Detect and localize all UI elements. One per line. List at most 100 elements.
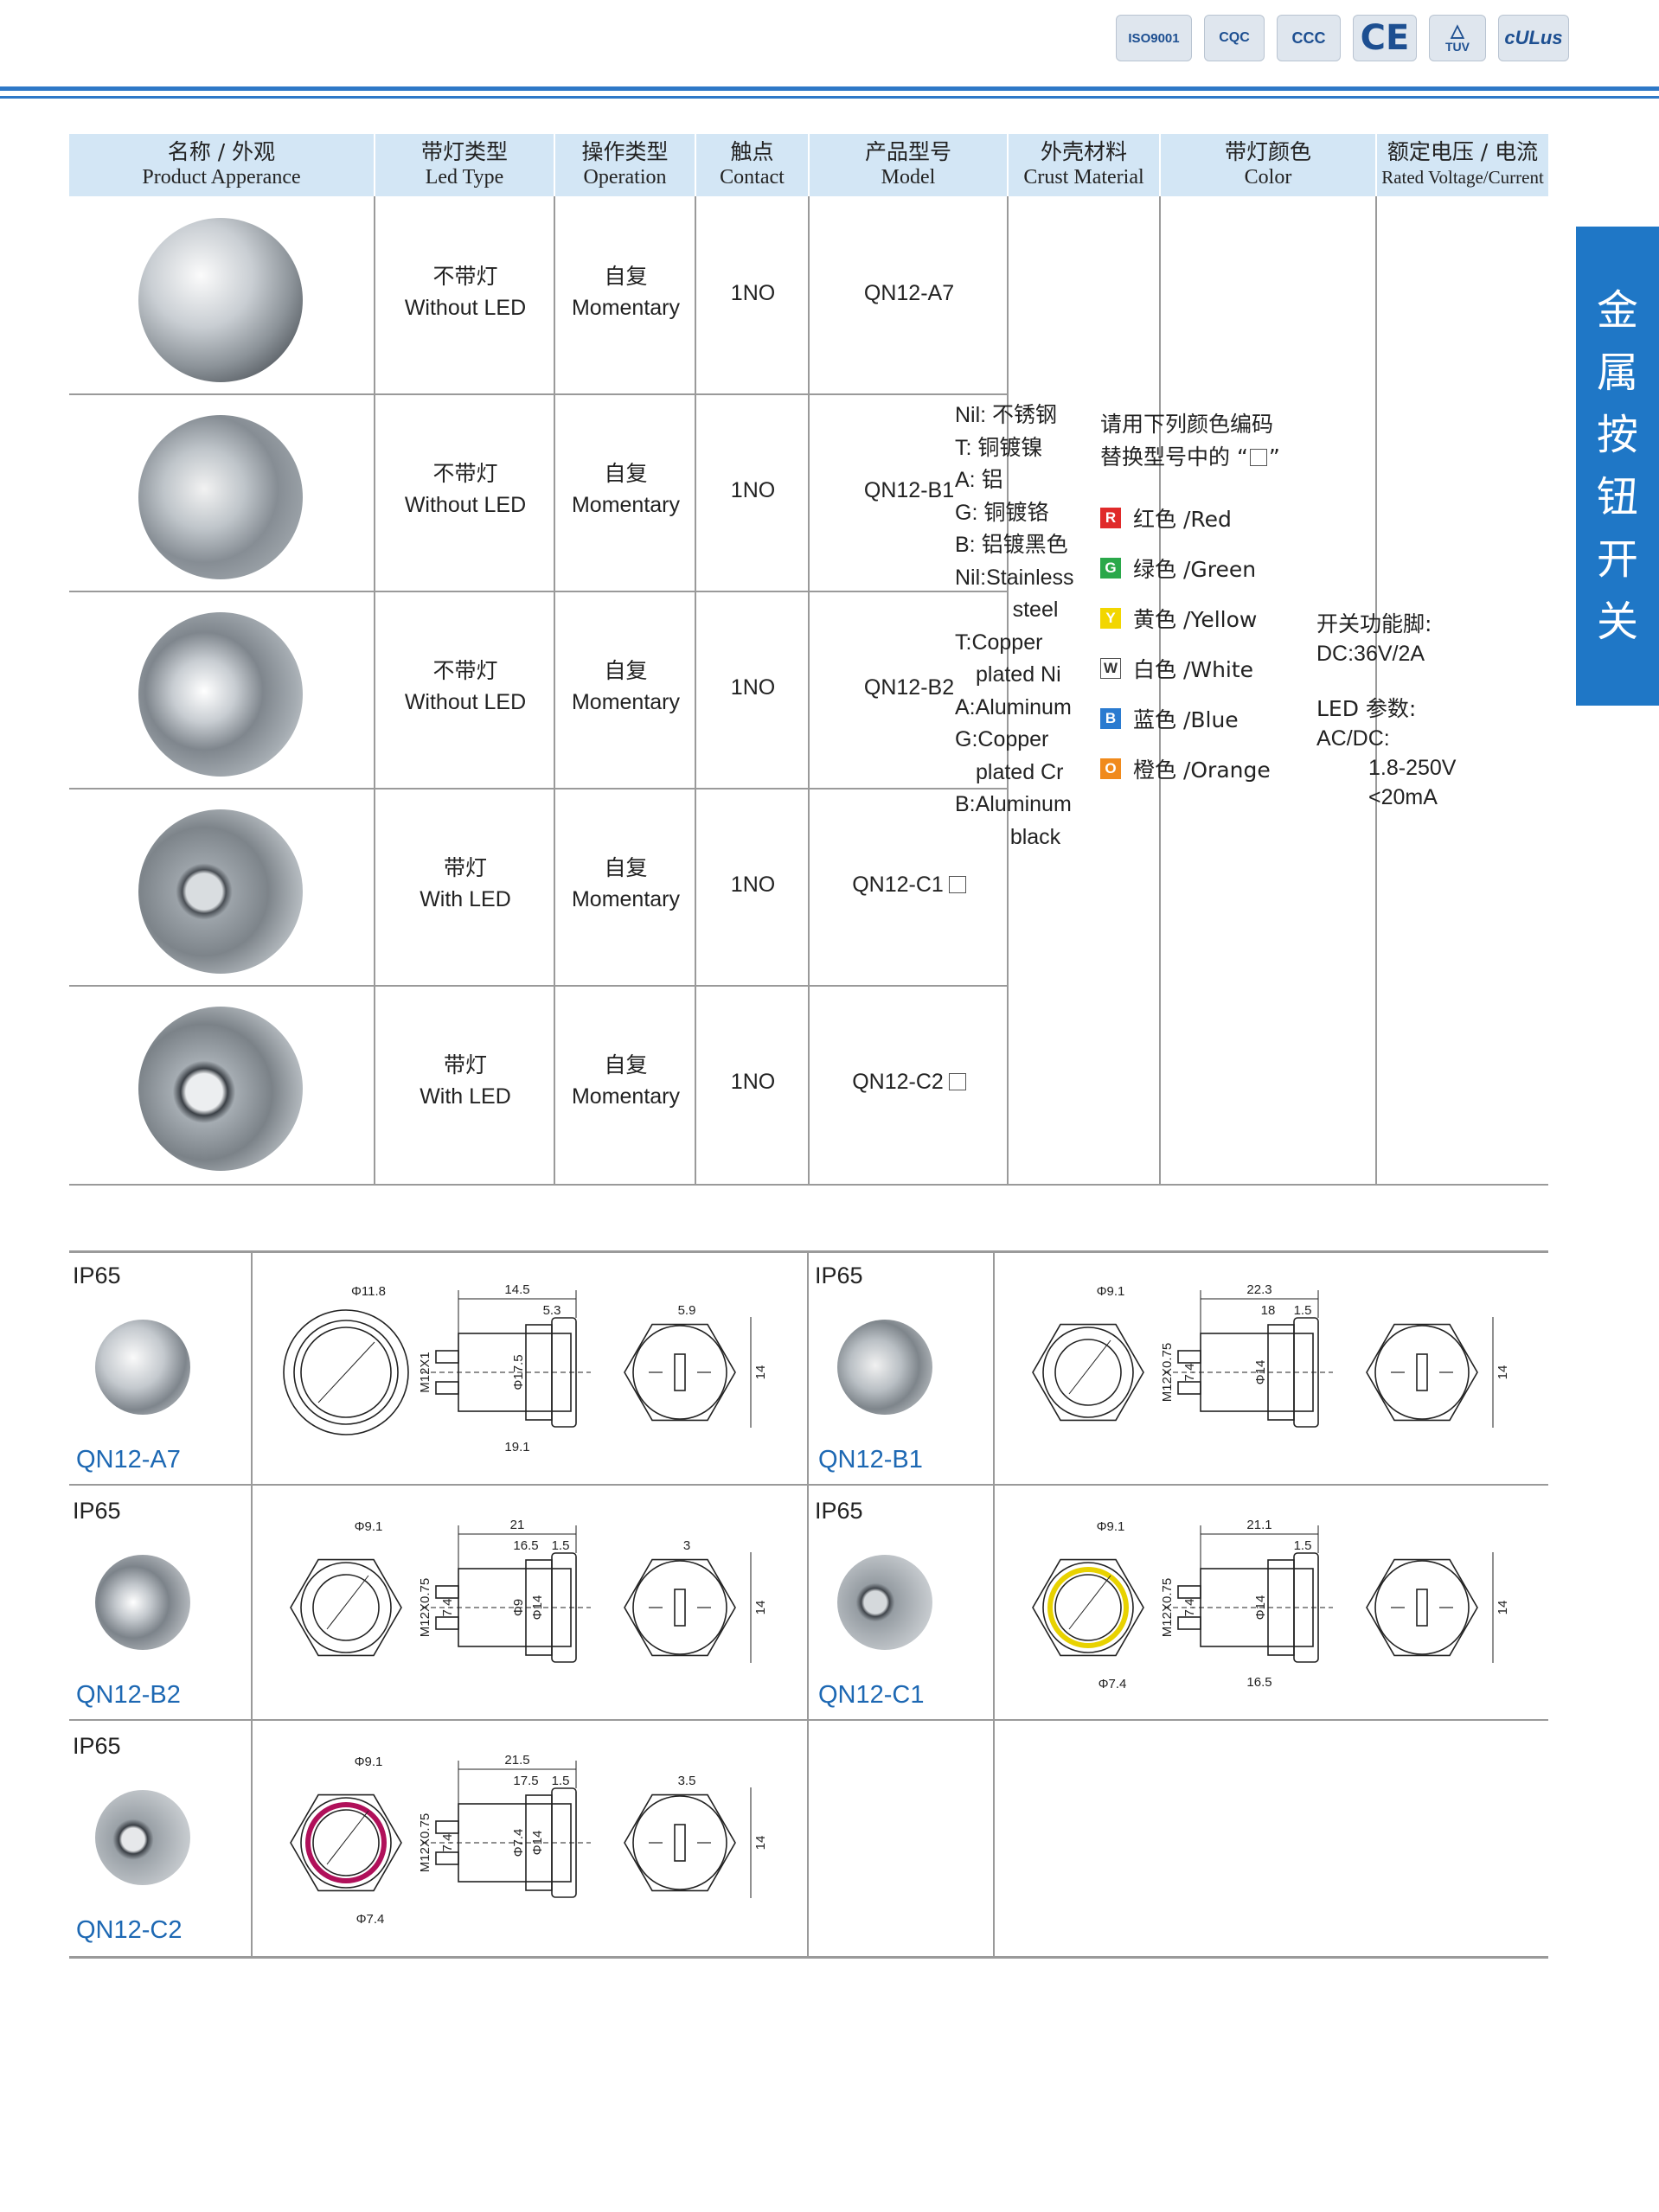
dimension-label: 5.3 (543, 1303, 561, 1318)
dimension-label: M12X0.75 (1160, 1578, 1175, 1637)
material-line: A:Aluminum (955, 694, 1072, 719)
dimension-label: Φ9.1 (355, 1519, 383, 1534)
color-option: Y 黄色 /Yellow (1100, 593, 1386, 643)
model-label: QN12-C1 (818, 1681, 925, 1709)
material-line: G: 铜镀铬 (955, 500, 1049, 525)
table-bottom-rule (69, 1184, 1548, 1186)
tuv-triangle-icon: △ (1451, 22, 1464, 41)
color-code-badge: B (1100, 708, 1121, 729)
cqc-logo: CQC (1204, 15, 1265, 61)
dimension-label: 19.1 (504, 1440, 529, 1454)
row-divider (69, 788, 1009, 790)
certification-logos: ISO9001 CQC CCC CE △TUV cULus (1116, 12, 1600, 64)
dimension-label: 14 (753, 1601, 768, 1615)
dimension-label: Φ14 (530, 1831, 545, 1856)
switch-function-label: 开关功能脚: (1316, 611, 1432, 636)
column-divider (554, 196, 555, 1186)
product-thumbnail (95, 1320, 190, 1415)
color-label: 红色 /Red (1133, 507, 1232, 532)
led-param-label: LED 参数: (1316, 696, 1417, 721)
product-photo-qn12-c1 (138, 809, 303, 974)
model-cell: QN12-A7 (863, 281, 955, 305)
row-divider (69, 591, 1009, 592)
dimension-label: Φ14 (1253, 1595, 1268, 1621)
dimension-label: Φ14 (1253, 1360, 1268, 1385)
dimension-label: 7.4 (440, 1834, 455, 1852)
ip-rating: IP65 (73, 1498, 121, 1524)
contact-cell: 1NO (730, 1070, 776, 1094)
color-label: 黄色 /Yellow (1133, 607, 1258, 632)
side-tab-char: 金 (1596, 286, 1638, 335)
material-line: plated Cr (976, 759, 1064, 784)
grid-rule (69, 1719, 1548, 1721)
dimension-label: 21.1 (1246, 1518, 1271, 1532)
product-thumbnail (95, 1790, 190, 1885)
led-acdc-label: AC/DC: (1316, 726, 1390, 751)
column-divider (374, 196, 375, 1186)
color-code-badge: G (1100, 558, 1121, 579)
product-thumbnail (837, 1320, 932, 1415)
placeholder-box-icon (1249, 449, 1267, 466)
tuv-logo: △TUV (1429, 15, 1486, 61)
model-cell: QN12-C2 (810, 1066, 1009, 1098)
dimension-label: 16.5 (1246, 1675, 1271, 1690)
dimension-label: 1.5 (1294, 1303, 1312, 1318)
model-label: QN12-C2 (76, 1916, 183, 1944)
material-line: T: 铜镀镍 (955, 435, 1043, 460)
ce-logo: CE (1353, 15, 1417, 61)
grid-divider (993, 1250, 995, 1958)
contact-cell: 1NO (730, 675, 776, 700)
model-cell: QN12-B2 (863, 675, 955, 700)
dimension-label: 7.4 (440, 1599, 455, 1617)
color-code-badge: Y (1100, 608, 1121, 629)
dimension-label: 16.5 (513, 1538, 538, 1553)
dimension-label: Φ7.4 (511, 1829, 526, 1857)
dimension-label: 17.5 (513, 1774, 538, 1788)
material-line: Nil: 不锈钢 (955, 403, 1058, 427)
dimension-label: 5.9 (678, 1303, 696, 1318)
dimension-label: Φ7.4 (1099, 1677, 1127, 1691)
dimension-label: 1.5 (552, 1538, 570, 1553)
side-tab-char: 开 (1596, 535, 1638, 584)
side-tab-char: 属 (1596, 348, 1638, 397)
row-divider (69, 393, 1009, 395)
side-tab-char: 钮 (1596, 473, 1638, 521)
dimension-label: Φ9.1 (1097, 1519, 1125, 1534)
grid-divider (251, 1250, 253, 1958)
dimension-label: 18 (1261, 1303, 1276, 1318)
color-label: 蓝色 /Blue (1133, 707, 1239, 732)
material-line: G:Copper (955, 727, 1049, 751)
column-divider (1159, 196, 1161, 1186)
product-photo-qn12-b2 (138, 612, 303, 777)
led-voltage-value: 1.8-250V (1368, 756, 1457, 780)
grid-rule (69, 1250, 1548, 1253)
switch-function-value: DC:36V/2A (1316, 642, 1425, 666)
color-option: B 蓝色 /Blue (1100, 694, 1386, 744)
header-rule (0, 86, 1659, 91)
contact-cell: 1NO (730, 873, 776, 897)
dimension-label: 21 (510, 1518, 525, 1532)
color-code-badge: R (1100, 508, 1121, 528)
material-line: black (1009, 824, 1061, 849)
product-photo-qn12-b1 (138, 415, 303, 579)
ip-rating: IP65 (815, 1263, 863, 1288)
column-divider (695, 196, 696, 1186)
